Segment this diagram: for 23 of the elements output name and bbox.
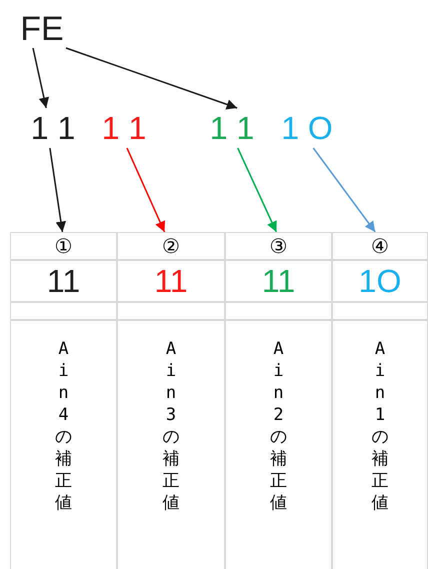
bit-pair-text: 1 1 — [94, 108, 154, 148]
column-header-cell: ① — [10, 232, 117, 260]
arrow — [126, 148, 166, 232]
value-cell: 11 — [117, 260, 225, 302]
bit-pair-text: 1 O — [272, 108, 342, 148]
bit-pair-text: 1 1 — [200, 108, 264, 148]
bit-pair-text: 1 1 — [22, 108, 84, 148]
arrow — [312, 148, 376, 232]
column-header-cell: ② — [117, 232, 225, 260]
value-cell: 1O — [332, 260, 428, 302]
value-cell: 11 — [10, 260, 117, 302]
vertical-label-text: Ain4の補正値 — [54, 338, 72, 514]
column-header-cell: ④ — [332, 232, 428, 260]
hex-value-text: FE — [12, 10, 72, 48]
arrow — [66, 47, 238, 110]
arrow — [49, 148, 66, 232]
arrow — [237, 148, 278, 232]
column-header-cell: ③ — [225, 232, 332, 260]
arrow — [32, 48, 50, 108]
value-cell: 11 — [225, 260, 332, 302]
vertical-label-text: Ain1の補正値 — [371, 338, 389, 514]
vertical-label-text: Ain2の補正値 — [270, 338, 288, 514]
vertical-label-text: Ain3の補正値 — [162, 338, 180, 514]
